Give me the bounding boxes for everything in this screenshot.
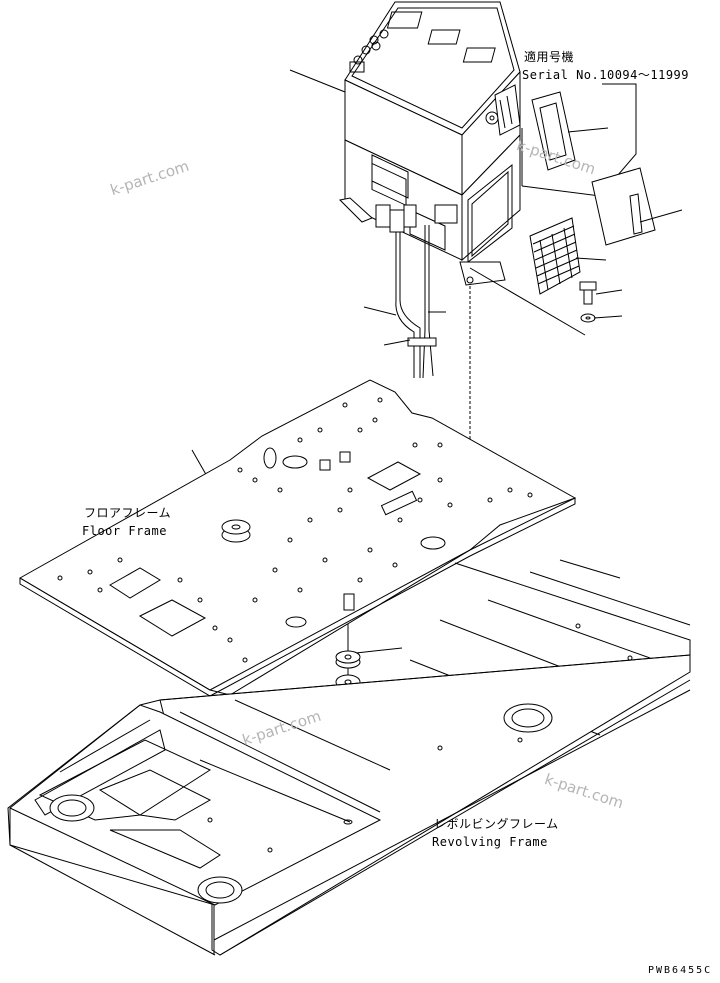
revolving-frame-label-jp: レボルビングフレーム [434,817,559,831]
serial-label-en: Serial No.10094〜11999 [522,68,689,82]
serial-label-jp: 適用号機 [524,50,575,64]
side-parts [521,83,656,323]
floor-frame-label-en: Floor Frame [82,524,167,538]
floor-frame-label-jp: フロアフレーム [84,506,172,520]
floor-frame [18,379,577,697]
control-console [338,1,521,286]
wire-harness [395,225,437,379]
revolving-frame [7,559,691,956]
revolving-frame-label-en: Revolving Frame [432,835,548,849]
floor-holes [57,397,533,663]
drawing-code: PWB6455C [648,965,713,976]
grille-slats [532,225,580,291]
